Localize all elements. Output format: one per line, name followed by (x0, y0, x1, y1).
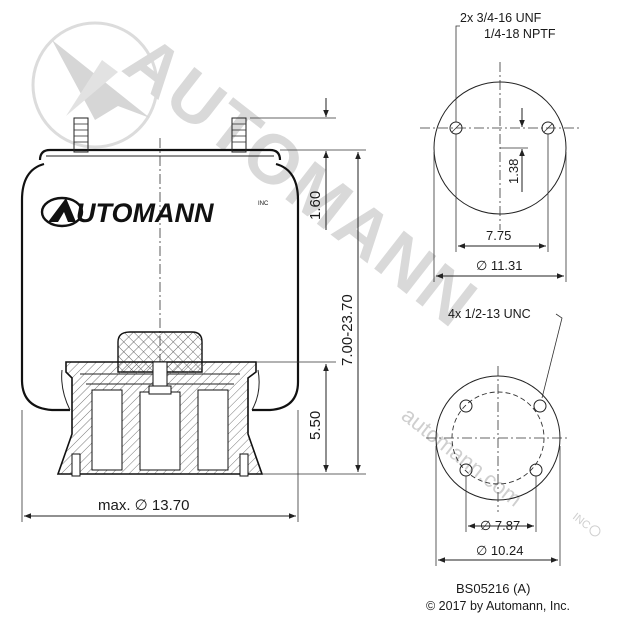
top-height-label: 1.60 (307, 191, 324, 220)
piston-cavity-left (91, 389, 123, 471)
top-thread-note-1: 2x 3/4-16 UNF (460, 11, 542, 25)
watermark-suffix: INC (570, 511, 601, 537)
copyright: © 2017 by Automann, Inc. (426, 599, 570, 613)
watermark-mark-icon (31, 21, 159, 149)
center-bolt (148, 361, 172, 395)
offset-label: 1.38 (506, 159, 521, 184)
left-stud (73, 117, 89, 153)
bottom-stud-right (239, 453, 249, 477)
right-stud (231, 117, 247, 153)
height-range-label: 7.00-23.70 (339, 294, 356, 366)
top-bead-plate (38, 148, 282, 161)
side-view: UTOMANN INC max. ∅ 13.70 (20, 98, 366, 522)
bolt-hole-top-left-icon (459, 399, 473, 413)
watermark-registered-icon (589, 525, 601, 537)
piston-cavity-right (197, 389, 229, 471)
bottom-thread-note: 4x 1/2-13 UNC (448, 307, 531, 321)
piston-cavity-center (139, 391, 181, 471)
part-number: BS05216 (A) (456, 581, 530, 596)
watermark-text: AUTOMANN (111, 20, 492, 342)
piston-height-label: 5.50 (307, 411, 324, 440)
stud-spacing-label: 7.75 (486, 228, 511, 243)
top-thread-leader (455, 25, 460, 122)
overall-diameter-label: max. ∅ 13.70 (98, 497, 189, 514)
automann-logo: UTOMANN INC (40, 196, 269, 228)
logo-text: UTOMANN (76, 198, 214, 228)
watermark-url: automann.com (397, 402, 527, 511)
svg-text:INC: INC (570, 511, 592, 532)
top-plate-view: 2x 3/4-16 UNF 1/4-18 NPTF 1.38 7.75 ∅ 11… (420, 11, 580, 282)
bolt-hole-top-right-icon (533, 399, 547, 413)
bolt-circle-label: ∅ 7.87 (480, 518, 520, 533)
bottom-plate-view: 4x 1/2-13 UNC ∅ 7.87 ∅ 10.24 BS05216 (A) (426, 307, 570, 596)
bottom-thread-leader (541, 313, 563, 399)
bottom-stud-left (71, 453, 81, 477)
bottom-diameter-label: ∅ 10.24 (476, 543, 523, 558)
bolt-hole-bottom-right-icon (529, 463, 543, 477)
logo-suffix: INC (258, 201, 269, 207)
bellows-roll (61, 369, 260, 411)
bellows-outline (20, 162, 300, 412)
top-diameter-label: ∅ 11.31 (476, 258, 523, 273)
logo-mark-icon (48, 198, 76, 222)
top-thread-note-2: 1/4-18 NPTF (484, 27, 556, 41)
